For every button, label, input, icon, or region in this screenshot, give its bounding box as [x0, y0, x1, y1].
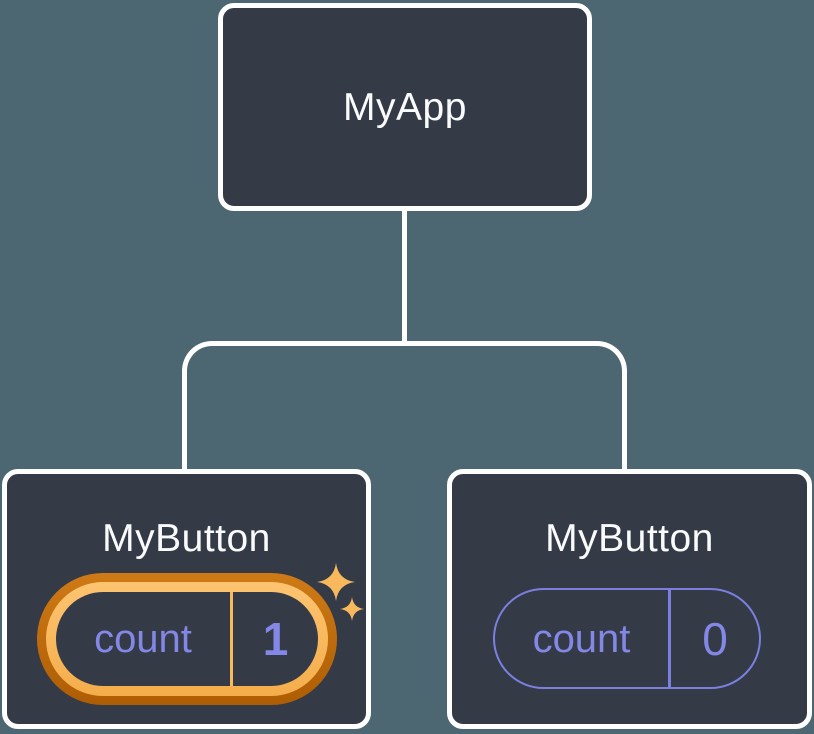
tree-node-right-button: [447, 469, 812, 729]
tree-node-root: MyApp: [218, 3, 592, 211]
state-pill-highlight-ring: count 1: [46, 582, 328, 696]
state-pill-idle: count 0: [493, 588, 761, 689]
state-key-label: count: [532, 616, 631, 661]
state-key-label: count: [94, 617, 192, 661]
left-node-label: MyButton: [102, 517, 271, 560]
root-node-label: MyApp: [343, 85, 467, 129]
sparkle-icon: [317, 563, 364, 621]
state-value: 1: [262, 613, 289, 665]
connector-root-stem: [402, 208, 407, 343]
pill-divider: [668, 590, 671, 687]
state-pill-highlighted: count 1: [37, 573, 337, 705]
pill-divider: [230, 592, 233, 686]
connector-branch-bracket: [182, 341, 627, 469]
right-node-label: MyButton: [545, 517, 714, 560]
state-value: 0: [702, 612, 728, 665]
